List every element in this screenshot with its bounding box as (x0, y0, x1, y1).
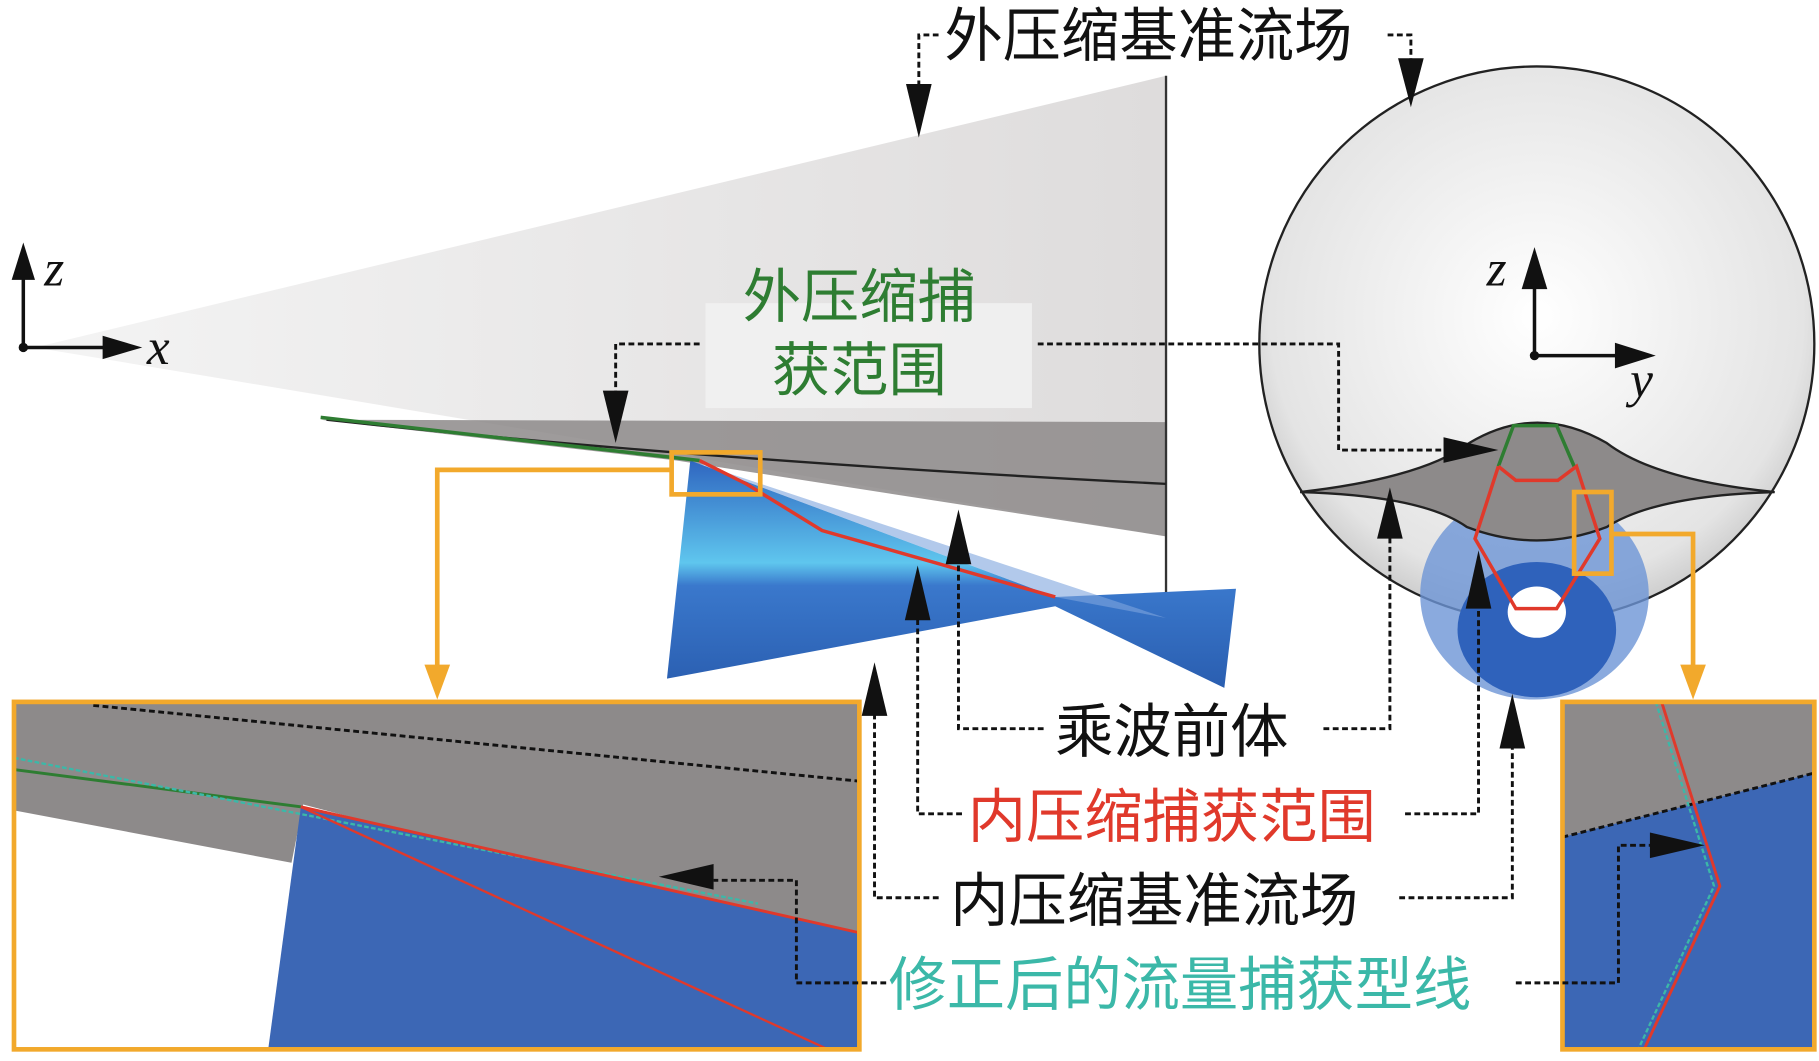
inner-inlet-side (666, 460, 1236, 688)
waverider-forebody-side (320, 419, 1167, 537)
axis-label-z: z (43, 241, 64, 298)
arrow-up-icon (904, 565, 931, 621)
arrow-left-icon (658, 863, 714, 890)
inner-capture-detail (300, 805, 860, 935)
outer-capture-line (320, 415, 700, 463)
label-corrected-capture-profile: 修正后的流量捕获型线 (889, 951, 1472, 1019)
zoom-marker-left (669, 450, 763, 497)
label-waverider-forebody: 乘波前体 (1055, 698, 1288, 766)
arrow-right-icon (1443, 437, 1499, 463)
inner-capture-detail-2 (300, 805, 829, 1051)
arrow-up-icon (1499, 693, 1526, 749)
arrow-down-icon (424, 664, 451, 700)
corrected-profile-detail-right (1637, 701, 1716, 1050)
label-inner-reference-flowfield: 内压缩基准流场 (950, 867, 1358, 935)
zoom-leaders (424, 467, 1706, 700)
axis-label-y: y (1625, 351, 1653, 408)
label-outer-reference-flowfield: 外压缩基准流场 (944, 2, 1352, 70)
arrow-down-icon (1680, 664, 1706, 700)
z-arrow-icon (1521, 247, 1548, 290)
annotation-leaders (602, 33, 1705, 985)
label-outer-capture-range-2: 获范围 (772, 337, 947, 405)
outer-capture-detail (13, 768, 302, 809)
y-arrow-icon (1614, 342, 1656, 369)
front-view: z y (1258, 65, 1816, 700)
arrow-up-icon (861, 662, 888, 716)
inner-capture-line (698, 458, 1056, 599)
left-detail-inset (11, 699, 862, 1052)
inlet-throat-hole (1507, 586, 1566, 638)
arrow-up-icon (1465, 550, 1492, 609)
axes-yz: z y (1486, 241, 1656, 408)
axes-xz: z x (11, 241, 170, 376)
arrow-right-icon (1649, 832, 1705, 859)
arrow-down-icon (1398, 58, 1424, 108)
label-outer-capture-range-1: 外压缩捕 (743, 263, 976, 331)
label-inner-capture-range: 内压缩捕获范围 (968, 783, 1376, 851)
arrow-down-icon (602, 390, 629, 444)
axis-label-x: x (146, 319, 170, 376)
outer-capture-front (1496, 423, 1576, 468)
right-detail-inset (1560, 699, 1817, 1052)
outer-reference-cone (34, 75, 1167, 537)
corrected-profile-detail (13, 756, 759, 905)
side-view: z x (11, 75, 1236, 688)
axis-label-z: z (1486, 241, 1507, 298)
x-arrow-icon (102, 335, 143, 360)
z-arrow-icon (11, 242, 35, 280)
arrow-down-icon (906, 83, 932, 138)
inner-capture-front (1473, 463, 1602, 611)
labels: 外压缩基准流场 外压缩捕 获范围 乘波前体 内压缩捕获范围 内压缩基准流场 修正… (705, 0, 1471, 1019)
forebody-edge-detail (93, 703, 860, 783)
arrow-up-icon (945, 509, 972, 565)
arrow-up-icon (1377, 487, 1403, 539)
inner-capture-detail-right (1642, 701, 1722, 1050)
